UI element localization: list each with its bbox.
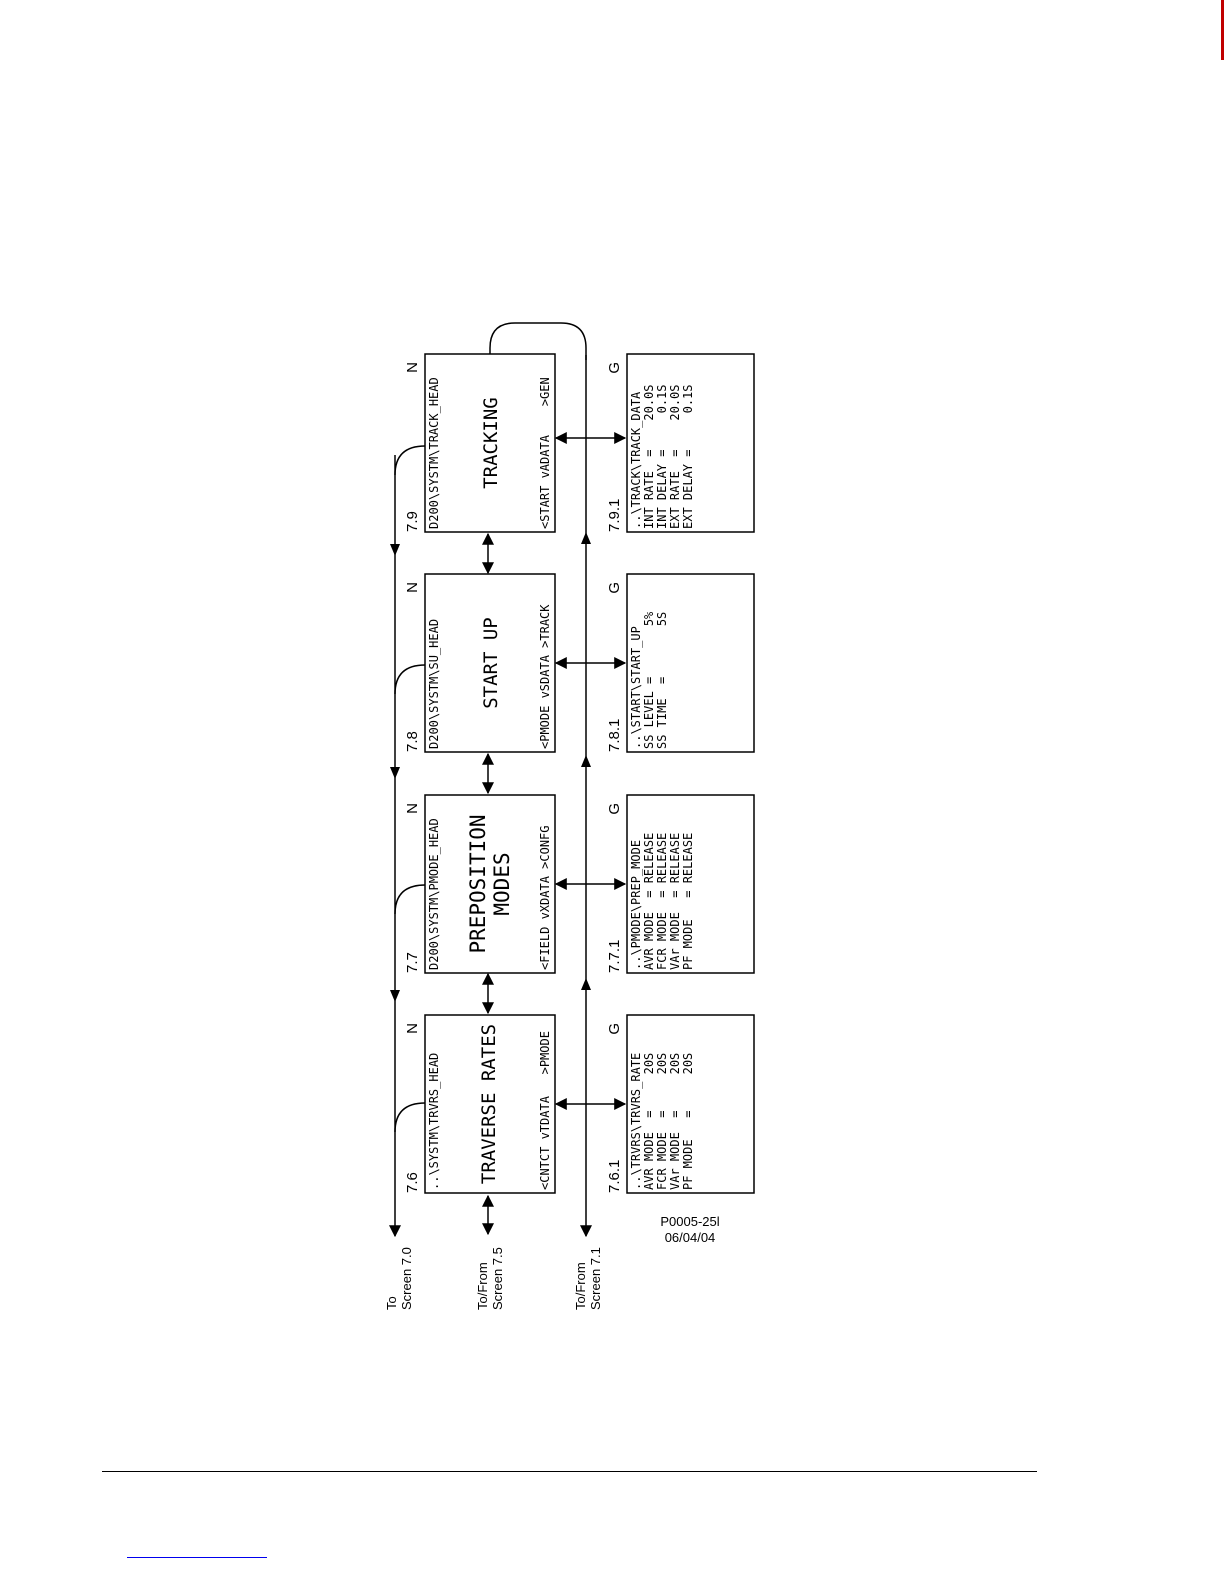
svg-text:Screen 7.0: Screen 7.0	[399, 1247, 414, 1310]
svg-text:To: To	[384, 1296, 399, 1310]
screen-number: 7.8	[404, 731, 421, 752]
screen-7-9: 7.9 N D200\SYSTM\TRACK_HEAD TRACKING <ST…	[404, 353, 556, 533]
curve-7-6-to-bus	[394, 1102, 426, 1133]
screen-nav-keys: <PMODE vSDATA >TRACK	[538, 604, 552, 749]
screen-number: 7.6.1	[606, 1160, 623, 1193]
data-line: VAr MODE = RELEASE	[668, 833, 682, 970]
screen-corner-code: N	[404, 1023, 421, 1034]
screen-corner-code: G	[606, 803, 623, 815]
arrowhead	[390, 990, 400, 1002]
svg-text:Screen 7.1: Screen 7.1	[588, 1247, 603, 1310]
screen-title: TRACKING	[480, 397, 502, 489]
screen-nav-keys: <FIELD vXDATA >CONFG	[538, 826, 552, 971]
screen-title: PREPOSITION	[466, 814, 490, 953]
data-line: ..\TRVRS\TRVRS_RATE	[629, 1053, 643, 1190]
footer-link-underline[interactable]	[127, 1557, 267, 1558]
figure-code: P0005-25l	[660, 1214, 719, 1229]
screen-path: D200\SYSTM\PMODE_HEAD	[427, 818, 441, 970]
screen-title: TRAVERSE RATES	[478, 1024, 500, 1184]
screen-number: 7.9.1	[606, 499, 623, 532]
label-to-from-screen-7-5: To/From Screen 7.5	[475, 1247, 505, 1310]
arrowhead	[390, 544, 400, 556]
screen-7-7: 7.7 N D200\SYSTM\PMODE_HEAD PREPOSITION …	[404, 794, 556, 974]
data-line: SS TIME = 5S	[655, 612, 669, 749]
arrowhead	[581, 755, 591, 767]
data-screen-7-9-1: 7.9.1 G ..\TRACK\TRACK_DATA INT RATE = 2…	[606, 353, 755, 533]
data-line: VAr MODE = 20S	[668, 1053, 682, 1190]
data-screen-7-7-1: 7.7.1 G ..\PMODE\PREP_MODE AVR MODE = RE…	[606, 794, 755, 974]
screen-nav-keys: <CNTCT vTDATA >PMODE	[538, 1031, 552, 1190]
screen-7-8: 7.8 N D200\SYSTM\SU_HEAD START UP <PMODE…	[404, 573, 556, 753]
tracking-loop-connector	[489, 322, 587, 360]
data-line: ..\START\START_UP	[629, 626, 643, 749]
data-line: AVR MODE = 20S	[642, 1053, 656, 1190]
screen-path: ..\SYSTM\TRVRS_HEAD	[427, 1053, 441, 1190]
data-screen-7-8-1: 7.8.1 G ..\START\START_UP SS LEVEL = 5% …	[606, 573, 755, 753]
data-line: ..\TRACK\TRACK_DATA	[629, 391, 643, 529]
data-line: PF MODE = RELEASE	[681, 833, 695, 970]
data-line: PF MODE = 20S	[681, 1053, 695, 1190]
data-line: SS LEVEL = 5%	[642, 611, 656, 749]
screen-corner-code: G	[606, 362, 623, 374]
data-line: INT RATE = 20.0S	[642, 385, 656, 530]
data-line: FCR MODE = 20S	[655, 1053, 669, 1190]
data-line: AVR MODE = RELEASE	[642, 833, 656, 970]
svg-text:To/From: To/From	[475, 1262, 490, 1310]
screen-number: 7.7.1	[606, 940, 623, 973]
label-to-from-screen-7-1: To/From Screen 7.1	[573, 1247, 603, 1310]
figure-date: 06/04/04	[665, 1230, 716, 1245]
svg-text:To/From: To/From	[573, 1262, 588, 1310]
data-line: FCR MODE = RELEASE	[655, 833, 669, 970]
screen-corner-code: N	[404, 362, 421, 373]
footer-rule	[102, 1471, 1037, 1472]
arrowhead	[581, 532, 591, 544]
screen-title-line2: MODES	[490, 852, 514, 915]
screen-7-6: 7.6 N ..\SYSTM\TRVRS_HEAD TRAVERSE RATES…	[404, 1014, 556, 1194]
screen-number: 7.8.1	[606, 719, 623, 752]
screen-path: D200\SYSTM\TRACK_HEAD	[427, 377, 441, 529]
curve-7-9-to-bus	[394, 445, 426, 476]
screen-corner-code: N	[404, 803, 421, 814]
screen-number: 7.6	[404, 1172, 421, 1193]
svg-text:Screen 7.5: Screen 7.5	[490, 1247, 505, 1310]
screen-number: 7.9	[404, 511, 421, 532]
screen-corner-code: G	[606, 1023, 623, 1035]
arrowhead	[581, 978, 591, 990]
data-line: ..\PMODE\PREP_MODE	[629, 840, 643, 970]
data-line: EXT RATE = 20.0S	[668, 385, 682, 530]
data-line: EXT DELAY = 0.1S	[681, 385, 695, 530]
curve-7-7-to-bus	[394, 884, 426, 915]
screen-corner-code: N	[404, 582, 421, 593]
screen-path: D200\SYSTM\SU_HEAD	[427, 619, 441, 749]
data-line: INT DELAY = 0.1S	[655, 385, 669, 530]
screen-title: START UP	[480, 617, 502, 709]
label-to-screen-7-0: To Screen 7.0	[384, 1247, 414, 1310]
arrowhead	[390, 767, 400, 779]
page-edge-mark	[1221, 0, 1224, 60]
curve-7-8-to-bus	[394, 664, 426, 695]
data-screen-7-6-1: 7.6.1 G ..\TRVRS\TRVRS_RATE AVR MODE = 2…	[606, 1014, 755, 1194]
screen-corner-code: G	[606, 582, 623, 594]
screen-nav-keys: <START vADATA >GEN	[538, 377, 552, 529]
screen-number: 7.7	[404, 952, 421, 973]
